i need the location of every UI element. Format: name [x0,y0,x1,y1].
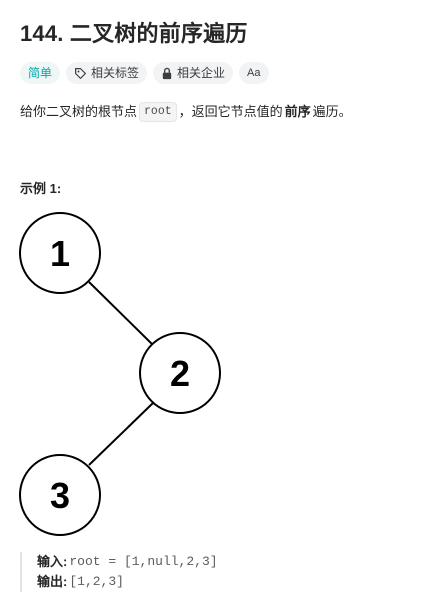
difficulty-label: 简单 [28,66,53,80]
tree-node-1: 1 [19,212,101,294]
related-tags-button[interactable]: 相关标签 [66,62,148,84]
output-value: [1,2,3] [69,574,124,589]
desc-middle: ，返回它节点值的 [178,104,283,119]
translate-button[interactable]: Aa [239,62,269,84]
tree-edge-2-3 [88,402,154,466]
output-label: 输出: [37,574,68,589]
desc-prefix: 给你二叉树的根节点 [20,104,138,119]
example-io-block: 输入: root = [1,null,2,3] 输出: [1,2,3] [20,552,218,592]
tag-bar: 简单 相关标签 相关企业 Aa [20,62,269,84]
desc-bold: 前序 [284,104,311,119]
example-input-line: 输入: root = [1,null,2,3] [37,552,218,572]
tree-node-3: 3 [19,454,101,536]
binary-tree-diagram: 1 2 3 [19,212,221,536]
related-companies-label: 相关企业 [177,66,226,80]
tree-edge-1-2 [88,281,154,346]
tree-node-1-label: 1 [50,233,70,274]
related-companies-button[interactable]: 相关企业 [153,62,234,84]
example-title: 示例 1: [20,181,62,196]
desc-code-root: root [139,102,177,122]
tag-icon [74,67,87,80]
input-value: root = [1,null,2,3] [69,554,218,569]
problem-description: 给你二叉树的根节点 root ，返回它节点值的 前序 遍历。 [20,102,352,122]
tree-node-3-label: 3 [50,475,70,516]
tree-node-2: 2 [139,332,221,414]
example-output-line: 输出: [1,2,3] [37,572,218,592]
related-tags-label: 相关标签 [91,66,140,80]
input-label: 输入: [37,554,68,569]
lock-icon [161,67,173,80]
translate-icon: Aa [247,67,261,79]
tree-node-2-label: 2 [170,353,190,394]
difficulty-badge[interactable]: 简单 [20,62,61,84]
desc-suffix: 遍历。 [312,104,352,119]
problem-title: 144. 二叉树的前序遍历 [20,21,248,46]
